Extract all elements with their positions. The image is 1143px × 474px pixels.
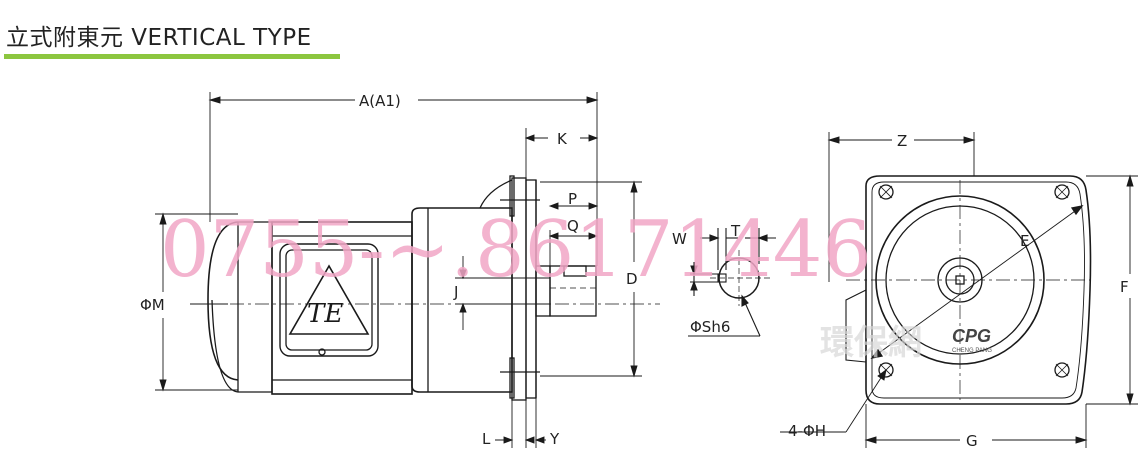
dim-label-a: A(A1) bbox=[359, 92, 401, 110]
front-dimensions bbox=[780, 132, 1138, 448]
dim-label-d: D bbox=[626, 270, 638, 288]
dim-label-q: Q bbox=[567, 217, 579, 235]
dim-label-g: G bbox=[966, 432, 978, 450]
dim-label-m: ΦM bbox=[140, 296, 165, 314]
motor-side-view bbox=[207, 175, 597, 401]
dim-label-e: E bbox=[1020, 232, 1029, 250]
dim-label-s: ΦSh6 bbox=[690, 318, 730, 336]
dim-label-k: K bbox=[557, 130, 568, 148]
dim-label-j: J bbox=[453, 283, 458, 301]
brand-logo: CPG bbox=[952, 326, 991, 346]
title-underline bbox=[4, 54, 340, 59]
dim-label-f: F bbox=[1120, 278, 1129, 296]
dim-label-l: L bbox=[482, 430, 491, 448]
dim-label-p: P bbox=[568, 190, 577, 208]
site-watermark: 環保網 bbox=[820, 323, 922, 363]
nameplate-logo: TE bbox=[307, 299, 343, 329]
dim-label-w: W bbox=[672, 230, 687, 248]
dim-label-t: T bbox=[730, 222, 741, 240]
page-title: 立式附東元 VERTICAL TYPE bbox=[6, 25, 312, 51]
phone-watermark: 0755-~.86171446 bbox=[160, 205, 872, 295]
dim-label-z: Z bbox=[897, 132, 907, 150]
dim-label-y: Y bbox=[549, 430, 560, 448]
brand-subtext: CHENG PANG bbox=[952, 348, 992, 354]
dim-label-h: 4-ΦH bbox=[788, 422, 826, 440]
side-dimensions bbox=[155, 92, 660, 448]
front-view bbox=[845, 175, 1092, 405]
shaft-section bbox=[688, 228, 776, 337]
